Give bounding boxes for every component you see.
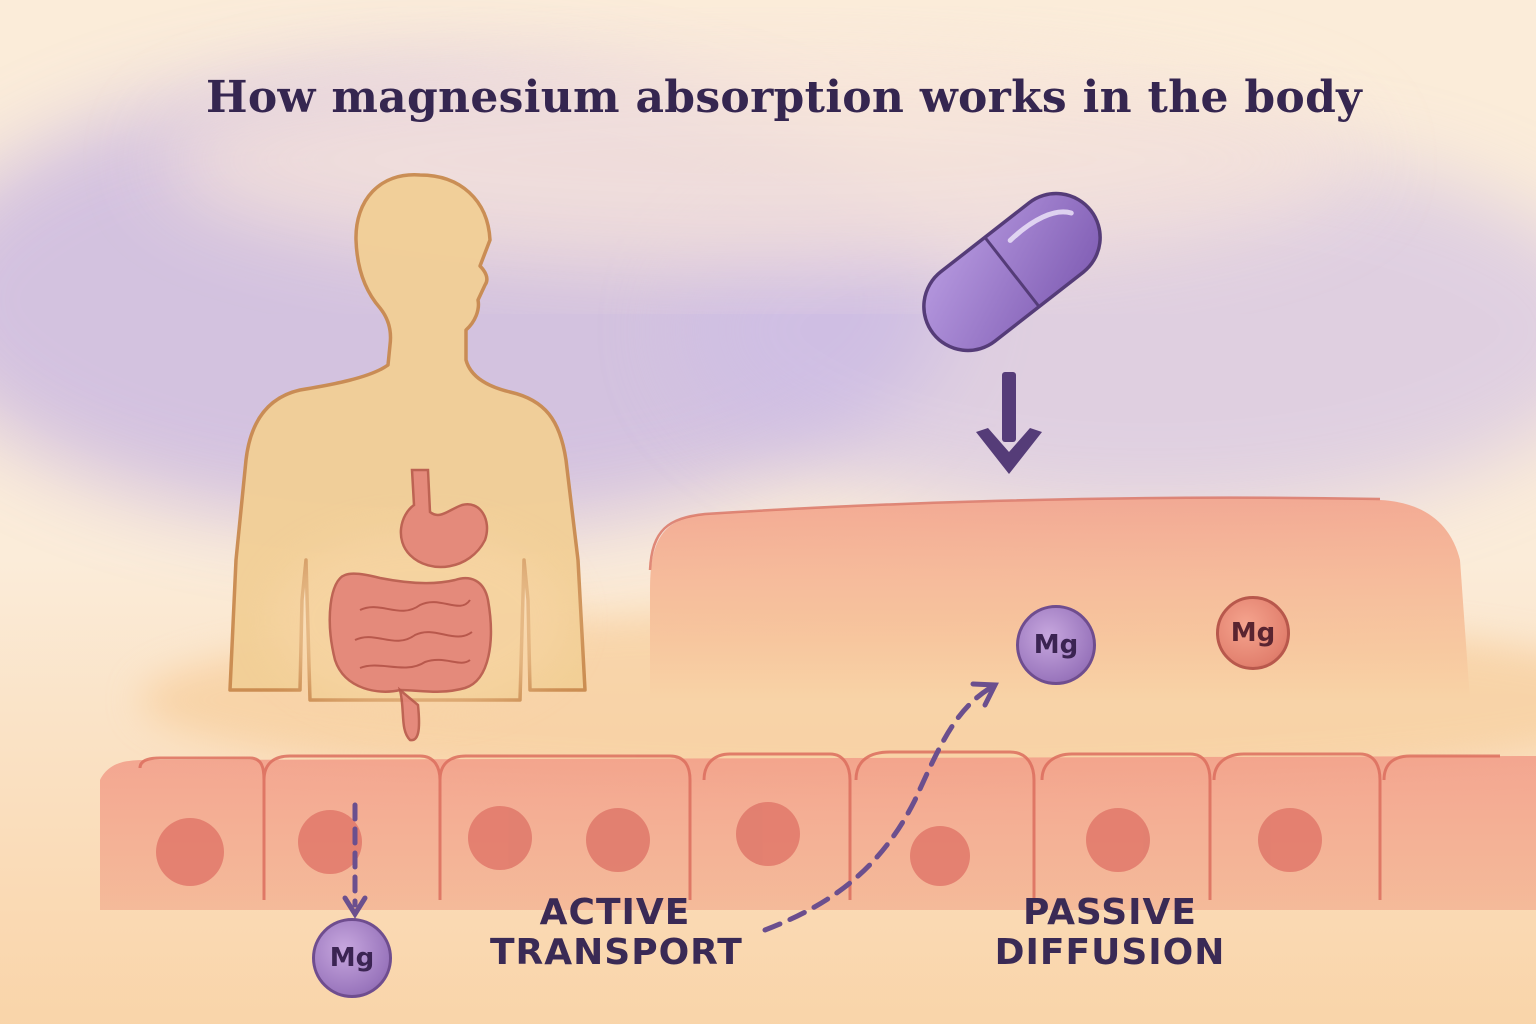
active-transport-arrow [342,681,999,933]
magnesium-ion-lower-purple: Mg [312,918,392,998]
magnesium-ion-upper-red: Mg [1216,596,1290,670]
capsule-icon [922,191,1102,353]
epithelial-cell-layer [100,750,1536,910]
down-arrow-icon [976,372,1042,474]
active-label-line1: ACTIVE [539,892,691,933]
active-label-line2: TRANSPORT [490,932,743,973]
digestive-tract [328,468,493,742]
magnesium-ion-upper-purple: Mg [1016,605,1096,685]
passive-label-line1: PASSIVE [1022,892,1198,933]
passive-diffusion-label: PASSIVE DIFFUSION [990,893,1230,973]
active-transport-label: ACTIVE TRANSPORT [490,892,743,973]
passive-label-line2: DIFFUSION [994,932,1226,973]
page-title: How magnesium absorption works in the bo… [206,72,1362,123]
